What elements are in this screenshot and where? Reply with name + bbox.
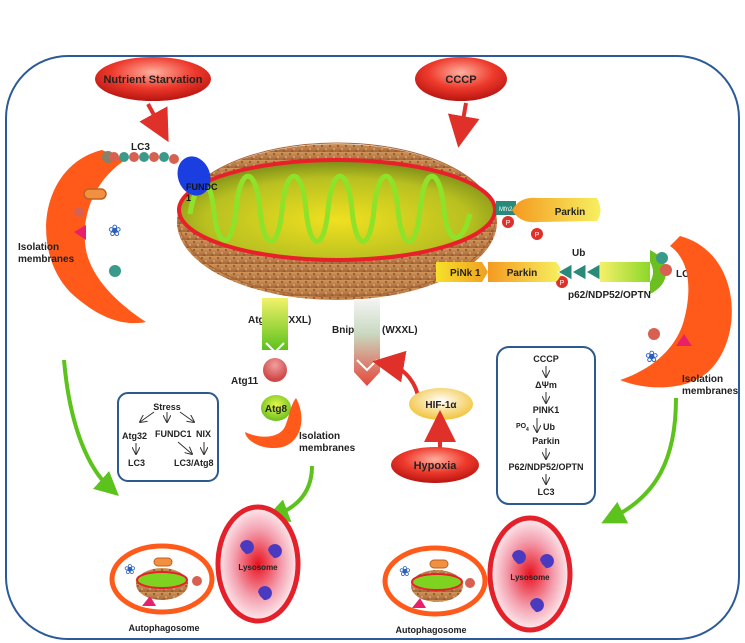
- isolation-membrane-right: [620, 236, 732, 388]
- svg-text:NIX: NIX: [196, 429, 211, 439]
- autophagosome-right: ❀: [382, 545, 488, 617]
- green-arrow-right: [601, 397, 678, 524]
- adaptor-stem: [600, 262, 650, 282]
- svg-text:CCCP: CCCP: [533, 354, 559, 364]
- cargo-capsule-left: [83, 188, 107, 200]
- svg-text:P62/NDP52/OPTN: P62/NDP52/OPTN: [508, 462, 583, 472]
- atg32-chevron: [265, 342, 285, 354]
- cargo-circle-left-2: [109, 265, 121, 277]
- lysosome-right: Lysosome: [487, 515, 573, 633]
- phospho-p-3: P: [556, 276, 568, 288]
- nutrient-starvation-node: Nutrient Starvation: [95, 57, 211, 101]
- svg-text:LC3/Atg8: LC3/Atg8: [174, 458, 214, 468]
- svg-text:LC3: LC3: [537, 487, 554, 497]
- mito-cristae: [187, 174, 473, 244]
- svg-text:Lysosome: Lysosome: [510, 573, 550, 582]
- nutrient-starvation-label: Nutrient Starvation: [103, 74, 202, 86]
- cargo-circle-left: [74, 207, 84, 217]
- svg-text:HIF-1α: HIF-1α: [425, 400, 457, 411]
- svg-text:FUNDC1: FUNDC1: [155, 429, 192, 439]
- svg-text:Parkin: Parkin: [555, 207, 586, 218]
- bnip3-stem: [354, 299, 380, 386]
- svg-text:Stress: Stress: [153, 402, 181, 412]
- green-arrow-center: [264, 465, 314, 523]
- cargo-triangle-right: [676, 334, 692, 346]
- cargo-knot-right: ❀: [645, 349, 658, 366]
- mitochondrion: [177, 142, 497, 300]
- lc3-chain-left: [109, 152, 179, 164]
- phospho-p-2: P: [531, 228, 543, 240]
- hypoxia-node: Hypoxia: [391, 447, 479, 483]
- svg-text:PiNk 1: PiNk 1: [450, 268, 481, 279]
- svg-text:Mfn2: Mfn2: [499, 207, 513, 213]
- svg-text:ΔΨm: ΔΨm: [535, 380, 557, 390]
- starvation-arrow: [139, 103, 169, 143]
- atg11-protein: [263, 358, 287, 382]
- svg-text:PINK1: PINK1: [533, 405, 560, 415]
- parkin-top: Parkin: [512, 197, 601, 223]
- green-arrow-left: [62, 359, 119, 497]
- svg-text:❀: ❀: [124, 561, 136, 577]
- adaptors-label: p62/NDP52/OPTN: [568, 290, 651, 301]
- cargo-circle-right: [648, 328, 660, 340]
- atg11-label: Atg11: [231, 376, 259, 387]
- stress-box: Stress Atg32 FUNDC1 NIX LC3 LC3/Atg8: [117, 392, 219, 482]
- parkin-bottom: Parkin: [488, 262, 561, 282]
- lc3-dot-right-2: [660, 264, 672, 276]
- hif-to-bnip3-arrow: [372, 350, 420, 397]
- svg-text:Lysosome: Lysosome: [238, 563, 278, 572]
- cccp-node: CCCP: [415, 57, 507, 101]
- svg-text:P: P: [535, 232, 540, 239]
- pathway-box: CCCP ΔΨm PINK1 PO 4 Ub Parkin P62/NDP52/…: [496, 346, 596, 505]
- svg-text:4: 4: [526, 427, 529, 433]
- svg-text:PO: PO: [516, 423, 527, 430]
- svg-text:Parkin: Parkin: [507, 268, 538, 279]
- atg8-protein: Atg8: [261, 395, 291, 421]
- lc3-left-label: LC3: [131, 142, 150, 153]
- autophagosome-left-label: Autophagosome: [129, 623, 200, 633]
- autophagosome-left: ❀: [109, 543, 215, 615]
- cargo-triangle-left: [74, 225, 86, 240]
- svg-text:P: P: [560, 280, 565, 287]
- svg-text:Hypoxia: Hypoxia: [414, 460, 458, 472]
- svg-text:Parkin: Parkin: [532, 436, 560, 446]
- ub-label: Ub: [572, 248, 585, 259]
- lc3-dot-right-1: [656, 252, 668, 264]
- isolation-membrane-center: [245, 398, 302, 448]
- fundc1-protein: [177, 156, 211, 196]
- atg32-stem: [262, 298, 288, 350]
- hif1a-node: HIF-1α: [409, 388, 473, 420]
- pink1-protein: PiNk 1: [436, 262, 488, 282]
- autophagosome-right-label: Autophagosome: [396, 625, 467, 635]
- phospho-p-1: P: [502, 216, 514, 228]
- svg-text:Ub: Ub: [543, 422, 555, 432]
- svg-text:❀: ❀: [399, 563, 411, 579]
- lysosome-left: Lysosome: [215, 504, 301, 624]
- svg-text:P: P: [506, 220, 511, 227]
- svg-text:Atg8: Atg8: [265, 404, 288, 415]
- svg-text:Atg32: Atg32: [122, 431, 147, 441]
- cccp-arrow: [447, 102, 480, 148]
- lc3-right-label: LC3: [676, 269, 695, 280]
- cargo-knot-left: ❀: [108, 223, 121, 240]
- cccp-label: CCCP: [445, 74, 476, 86]
- svg-text:LC3: LC3: [128, 458, 145, 468]
- mfn2-marker: Mfn2: [496, 201, 516, 215]
